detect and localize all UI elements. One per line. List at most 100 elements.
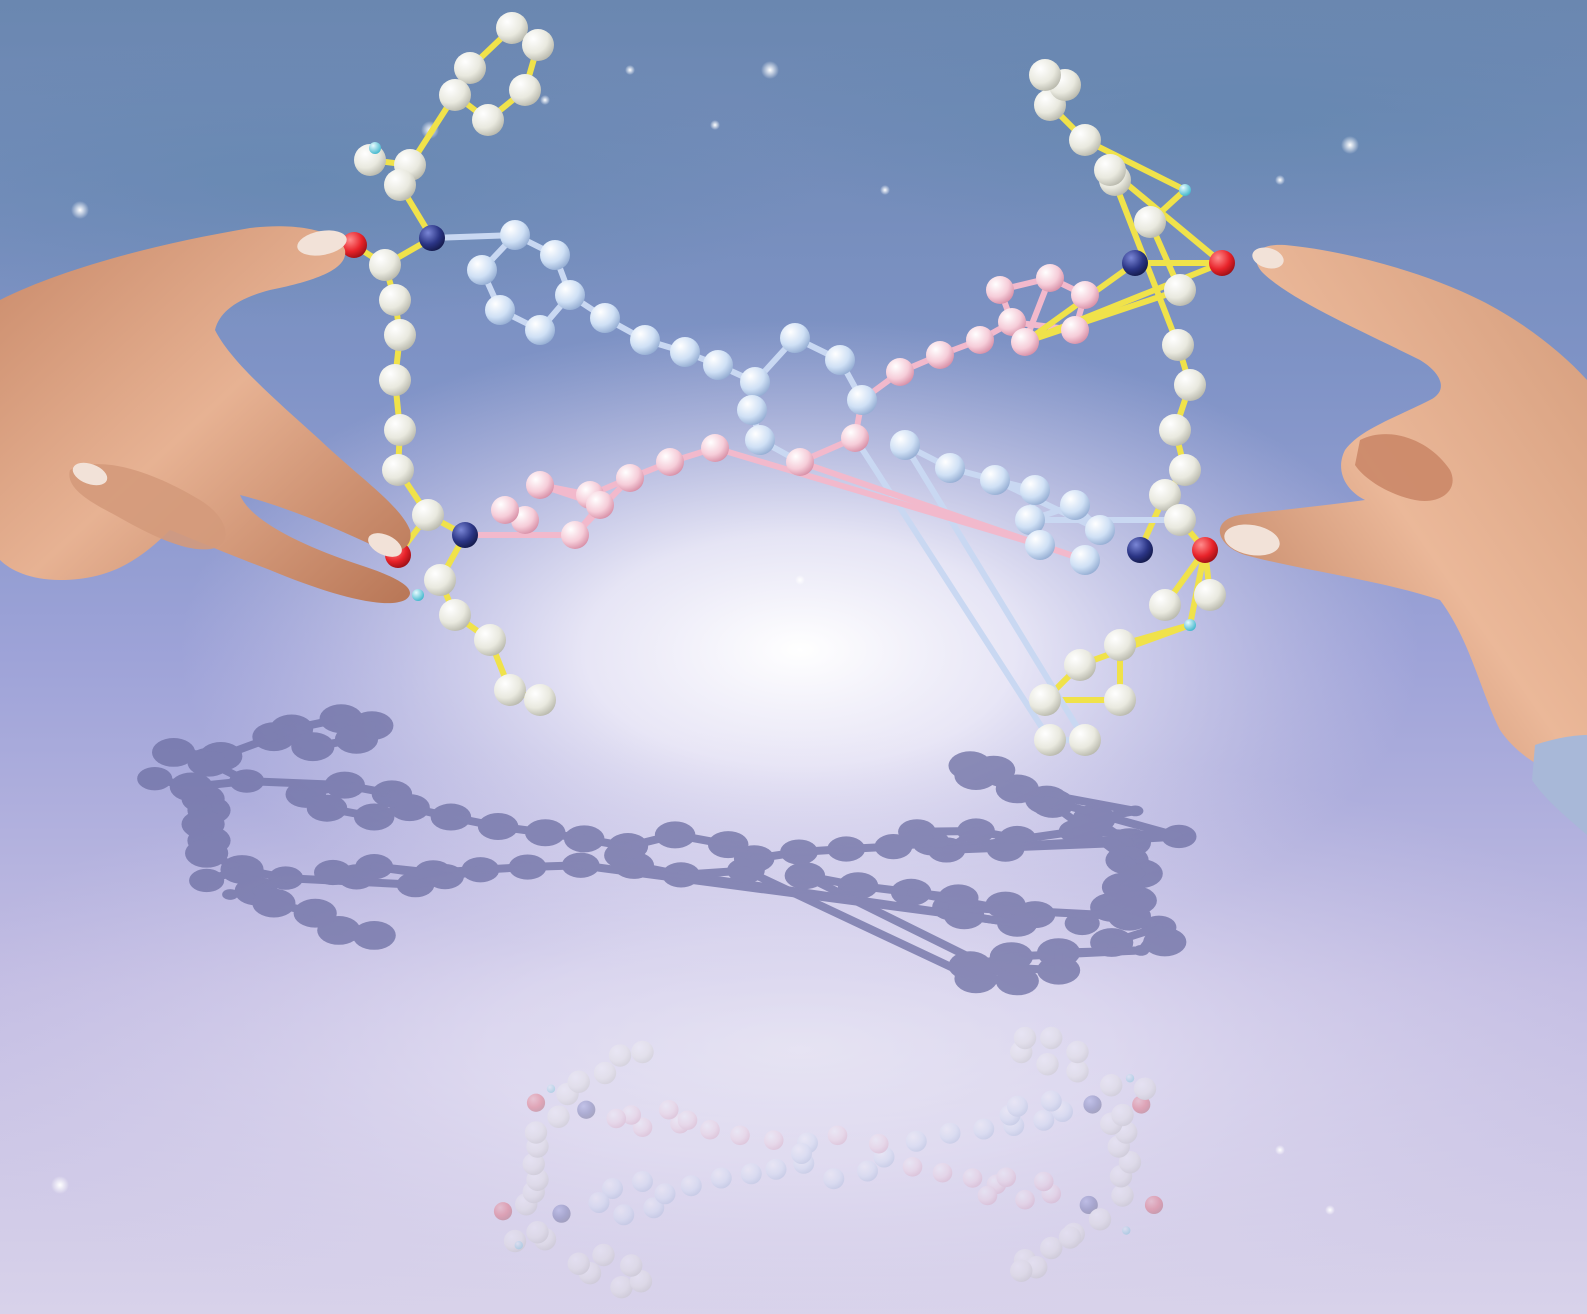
shadow-bond bbox=[202, 865, 247, 885]
molecule-shadow bbox=[137, 704, 1197, 996]
shadow-bond bbox=[795, 845, 851, 857]
atom bbox=[926, 341, 954, 369]
shadow-bond bbox=[494, 822, 550, 837]
shadow-bond bbox=[750, 848, 803, 863]
shadow-bond bbox=[446, 813, 503, 831]
reflection-atom bbox=[1013, 1026, 1037, 1050]
atom bbox=[525, 315, 555, 345]
shadow-bond bbox=[370, 803, 414, 821]
reflection-atom bbox=[1040, 1236, 1063, 1260]
shadow-bond bbox=[476, 863, 532, 874]
reflection-atom bbox=[857, 1160, 878, 1182]
reflection-atom bbox=[493, 1202, 513, 1221]
shadow-atom bbox=[222, 889, 239, 900]
reflection-atom bbox=[977, 1185, 998, 1206]
reflection-atom bbox=[1040, 1026, 1063, 1050]
atom bbox=[384, 414, 416, 446]
atom bbox=[384, 319, 416, 351]
shadow-bond bbox=[242, 777, 349, 790]
atom bbox=[412, 589, 424, 601]
reflection-atom bbox=[902, 1157, 923, 1177]
shadow-bond bbox=[1107, 923, 1163, 947]
atom bbox=[1169, 454, 1201, 486]
shadow-bond bbox=[334, 926, 379, 940]
shadow-bond bbox=[370, 862, 449, 881]
shadow-bond bbox=[972, 771, 1022, 793]
reflection-atom bbox=[588, 1192, 610, 1213]
shadow-bond bbox=[269, 732, 317, 751]
reflection-atom bbox=[710, 1167, 732, 1189]
shadow-bond bbox=[216, 732, 278, 761]
shadow-bond bbox=[252, 874, 290, 895]
atom bbox=[1159, 414, 1191, 446]
shadow-bond bbox=[337, 714, 376, 730]
shadow-bond bbox=[340, 781, 396, 798]
sparkle bbox=[625, 65, 635, 75]
shadow-bond bbox=[580, 834, 632, 851]
atom bbox=[841, 424, 869, 452]
reflection-atom bbox=[1040, 1090, 1062, 1112]
atom bbox=[494, 674, 526, 706]
shadow-bond bbox=[1013, 784, 1140, 815]
reflection-atom bbox=[996, 1167, 1017, 1188]
reflection-atom bbox=[700, 1119, 720, 1140]
bond bbox=[1022, 287, 1183, 345]
shadow-bond bbox=[800, 871, 1022, 985]
reflection-atom bbox=[1088, 1208, 1112, 1231]
atom bbox=[1085, 515, 1115, 545]
reflection-atom bbox=[1007, 1095, 1028, 1117]
shadow-bond bbox=[623, 830, 680, 851]
atom bbox=[384, 169, 416, 201]
reflection-atom bbox=[823, 1168, 845, 1190]
atom bbox=[1184, 619, 1196, 631]
atom bbox=[472, 104, 504, 136]
reflection-atom bbox=[1010, 1259, 1033, 1282]
atom bbox=[500, 220, 530, 250]
atom bbox=[522, 29, 554, 61]
reflection-atom bbox=[632, 1171, 653, 1192]
atom bbox=[1020, 475, 1050, 505]
shadow-bond bbox=[541, 828, 589, 843]
atom bbox=[1064, 649, 1096, 681]
reflection-atom bbox=[602, 1178, 623, 1199]
atom bbox=[1174, 369, 1206, 401]
reflection-atom bbox=[606, 1108, 627, 1129]
atom bbox=[786, 448, 814, 476]
shadow-bond bbox=[1042, 796, 1183, 841]
right-sleeve bbox=[1532, 735, 1587, 835]
atom bbox=[1034, 724, 1066, 756]
shadow-bond bbox=[187, 777, 251, 791]
atom bbox=[1164, 274, 1196, 306]
atom bbox=[369, 249, 401, 281]
reflection-atom bbox=[1111, 1184, 1134, 1207]
right-fingernail bbox=[1252, 247, 1284, 269]
reflection-atom bbox=[1066, 1040, 1089, 1064]
bond bbox=[852, 435, 1053, 743]
reflection-atom bbox=[514, 1241, 523, 1250]
shadow-bond bbox=[150, 774, 196, 791]
atom bbox=[526, 471, 554, 499]
reflection-atom bbox=[643, 1197, 665, 1219]
atom bbox=[424, 564, 456, 596]
reflection-atom bbox=[1111, 1103, 1134, 1127]
reflection-atom bbox=[1079, 1195, 1098, 1215]
reflection-atom bbox=[740, 1163, 762, 1185]
right-hand bbox=[1219, 244, 1587, 835]
atom bbox=[1071, 281, 1099, 309]
atom bbox=[1192, 537, 1218, 563]
left-hand bbox=[0, 226, 411, 604]
left-thumbnail bbox=[297, 230, 347, 256]
left-hand-finger-curl bbox=[69, 464, 226, 550]
reflection-atom bbox=[932, 1162, 953, 1183]
reflection-atom bbox=[608, 1044, 632, 1067]
reflection-atom bbox=[577, 1100, 596, 1119]
atom bbox=[1104, 684, 1136, 716]
reflection-atom bbox=[939, 1122, 961, 1144]
reflection-atom bbox=[1058, 1226, 1082, 1249]
sparkle bbox=[1275, 1145, 1285, 1155]
atom bbox=[496, 12, 528, 44]
reflection-atom bbox=[593, 1061, 617, 1085]
atom bbox=[1122, 250, 1148, 276]
atom bbox=[703, 350, 733, 380]
reflection-atom bbox=[868, 1133, 889, 1154]
